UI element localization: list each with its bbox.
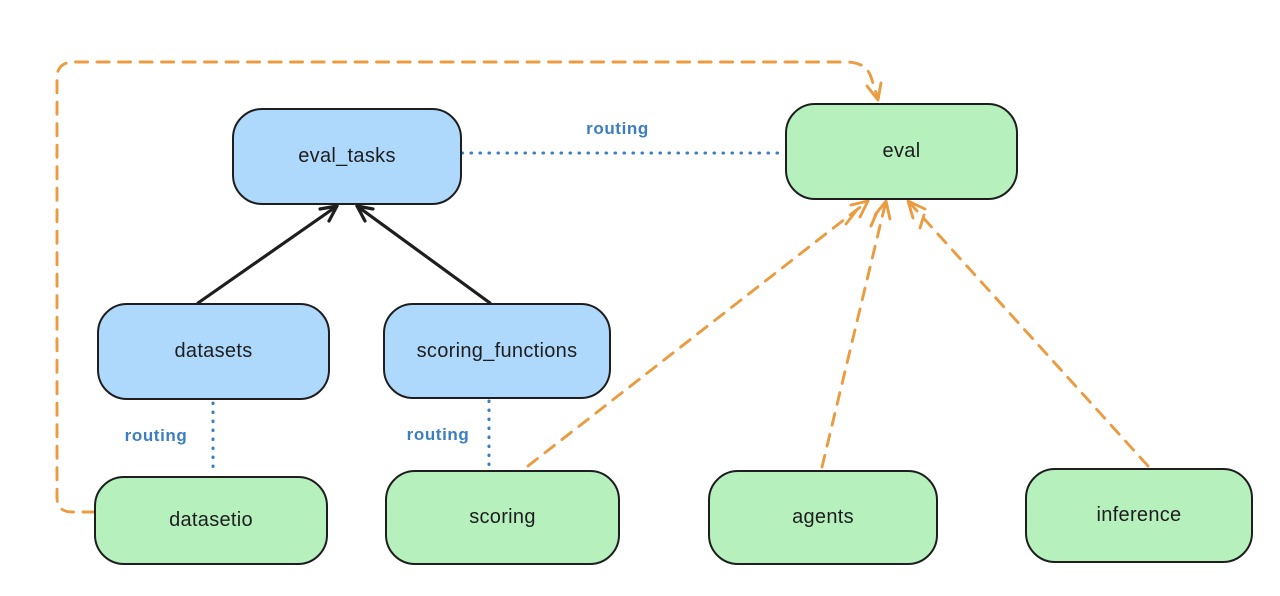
- edge-label-routing-eval-tasks-eval: routing: [586, 119, 649, 138]
- arrowhead-agents-eval: [869, 199, 892, 228]
- node-datasetio-label: datasetio: [169, 509, 253, 531]
- node-eval-tasks: eval_tasks: [232, 108, 462, 205]
- arrowhead-datasets-eval_tasks: [318, 204, 339, 223]
- edge-inference-eval: [906, 199, 1150, 468]
- node-datasetio: datasetio: [94, 476, 328, 565]
- edge-scoring_functions-eval_tasks: [355, 204, 492, 305]
- node-inference: inference: [1025, 468, 1253, 563]
- arrowhead-scoring-eval: [844, 199, 870, 226]
- arrowhead-datasetio-eval: [865, 81, 883, 102]
- edge-datasets-eval_tasks: [196, 204, 339, 305]
- node-scoring-label: scoring: [469, 506, 536, 528]
- node-scoring-functions-label: scoring_functions: [416, 339, 578, 362]
- node-inference-label: inference: [1096, 504, 1182, 526]
- node-datasets: datasets: [97, 303, 330, 400]
- node-eval-label: eval: [882, 140, 921, 162]
- edge-datasetio-eval: [55, 60, 880, 514]
- arrowhead-scoring_functions-eval_tasks: [355, 204, 375, 223]
- solid-arrow-edges: [196, 204, 492, 305]
- node-datasets-label: datasets: [174, 340, 253, 362]
- node-scoring: scoring: [385, 470, 620, 565]
- node-scoring-functions: scoring_functions: [383, 303, 611, 399]
- edge-scoring-eval: [526, 199, 870, 468]
- edge-label-routing-datasets-datasetio: routing: [124, 426, 188, 445]
- node-eval-tasks-label: eval_tasks: [298, 145, 396, 167]
- arrowhead-inference-eval: [906, 199, 927, 230]
- routing-edges: [211, 151, 785, 475]
- node-agents-label: agents: [792, 506, 854, 528]
- edge-label-routing-scoring-functions-scoring: routing: [406, 425, 470, 444]
- edge-agents-eval: [820, 199, 888, 469]
- node-agents: agents: [708, 470, 938, 565]
- dashed-arrow-edges: [55, 60, 1150, 514]
- node-eval: eval: [785, 103, 1018, 200]
